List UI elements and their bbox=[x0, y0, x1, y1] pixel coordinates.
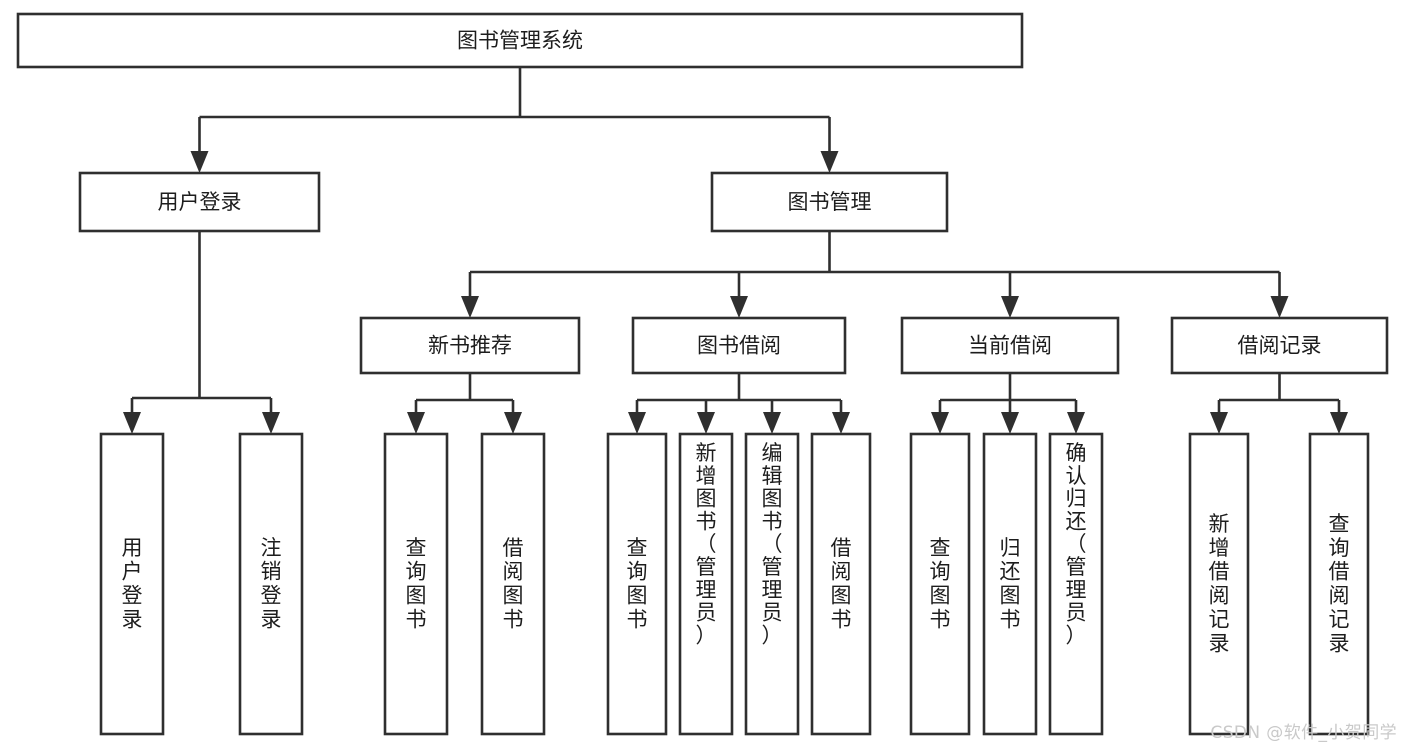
node-box-leaf-borrow-book-2 bbox=[810, 432, 872, 736]
node-label-leaf-return-book: 归还图书 bbox=[1000, 536, 1021, 632]
node-leaf-query-record[interactable]: 查询借阅记录 bbox=[1308, 432, 1370, 736]
node-box-new-book-recommend bbox=[359, 316, 581, 375]
node-label-leaf-add-book: 新增图书（管理员） bbox=[696, 441, 717, 647]
connector-layer bbox=[123, 67, 1348, 434]
node-label-leaf-edit-book: 编辑图书（管理员） bbox=[762, 441, 783, 647]
node-box-borrow-record bbox=[1170, 316, 1389, 375]
connector-group-user-login bbox=[123, 231, 280, 434]
node-box-leaf-query-book-3 bbox=[909, 432, 971, 736]
node-leaf-query-book-3[interactable]: 查询图书 bbox=[909, 432, 971, 736]
arrow-head-icon bbox=[1330, 412, 1348, 434]
node-label-leaf-add-record: 新增借阅记录 bbox=[1209, 512, 1230, 656]
node-label-book-borrow: 图书借阅 bbox=[697, 334, 781, 358]
node-leaf-borrow-book-1[interactable]: 借阅图书 bbox=[480, 432, 546, 736]
node-box-leaf-user-login bbox=[99, 432, 165, 736]
node-label-new-book-recommend: 新书推荐 bbox=[428, 334, 512, 358]
node-leaf-query-book-2[interactable]: 查询图书 bbox=[606, 432, 668, 736]
node-label-leaf-borrow-book-1: 借阅图书 bbox=[503, 536, 524, 632]
arrow-head-icon bbox=[123, 412, 141, 434]
arrow-head-icon bbox=[730, 296, 748, 318]
arrow-head-icon bbox=[1270, 296, 1289, 318]
node-leaf-edit-book[interactable]: 编辑图书（管理员） bbox=[744, 432, 800, 736]
node-box-leaf-logout bbox=[238, 432, 304, 736]
arrow-head-icon bbox=[1001, 412, 1019, 434]
node-box-book-manage bbox=[710, 171, 949, 233]
node-box-leaf-edit-book bbox=[744, 432, 800, 736]
connector-group-book-borrow bbox=[628, 373, 850, 434]
node-box-leaf-query-record bbox=[1308, 432, 1370, 736]
node-box-leaf-add-record bbox=[1188, 432, 1250, 736]
node-box-leaf-return-book bbox=[982, 432, 1038, 736]
node-label-leaf-query-book-3: 查询图书 bbox=[930, 536, 951, 632]
node-box-root bbox=[16, 12, 1024, 69]
node-book-manage[interactable]: 图书管理 bbox=[710, 171, 949, 233]
node-leaf-borrow-book-2[interactable]: 借阅图书 bbox=[810, 432, 872, 736]
node-label-current-borrow: 当前借阅 bbox=[968, 334, 1052, 358]
node-box-leaf-borrow-book-1 bbox=[480, 432, 546, 736]
node-box-leaf-query-book-2 bbox=[606, 432, 668, 736]
arrow-head-icon bbox=[931, 412, 949, 434]
node-label-borrow-record: 借阅记录 bbox=[1238, 334, 1322, 358]
node-leaf-user-login[interactable]: 用户登录 bbox=[99, 432, 165, 736]
node-current-borrow[interactable]: 当前借阅 bbox=[900, 316, 1120, 375]
arrow-head-icon bbox=[407, 412, 425, 434]
node-borrow-record[interactable]: 借阅记录 bbox=[1170, 316, 1389, 375]
node-label-book-manage: 图书管理 bbox=[788, 190, 872, 214]
arrow-head-icon bbox=[262, 412, 280, 434]
node-box-leaf-add-book bbox=[678, 432, 734, 736]
node-leaf-return-book[interactable]: 归还图书 bbox=[982, 432, 1038, 736]
arrow-head-icon bbox=[628, 412, 646, 434]
node-user-login[interactable]: 用户登录 bbox=[78, 171, 321, 233]
node-layer: 图书管理系统用户登录图书管理新书推荐图书借阅当前借阅借阅记录用户登录注销登录查询… bbox=[16, 12, 1389, 736]
connector-group-book-manage bbox=[461, 231, 1289, 318]
node-leaf-add-record[interactable]: 新增借阅记录 bbox=[1188, 432, 1250, 736]
arrow-head-icon bbox=[820, 151, 839, 173]
node-box-leaf-confirm-return bbox=[1048, 432, 1104, 736]
arrow-head-icon bbox=[832, 412, 850, 434]
node-root[interactable]: 图书管理系统 bbox=[16, 12, 1024, 69]
connector-group-current-borrow bbox=[931, 373, 1085, 434]
node-leaf-confirm-return[interactable]: 确认归还（管理员） bbox=[1048, 432, 1104, 736]
arrow-head-icon bbox=[504, 412, 522, 434]
node-label-leaf-borrow-book-2: 借阅图书 bbox=[831, 536, 852, 632]
connector-group-new-book-recommend bbox=[407, 373, 522, 434]
node-box-book-borrow bbox=[631, 316, 847, 375]
arrow-head-icon bbox=[763, 412, 781, 434]
node-leaf-logout[interactable]: 注销登录 bbox=[238, 432, 304, 736]
node-leaf-add-book[interactable]: 新增图书（管理员） bbox=[678, 432, 734, 736]
node-label-leaf-confirm-return: 确认归还（管理员） bbox=[1066, 441, 1087, 647]
node-box-user-login bbox=[78, 171, 321, 233]
arrow-head-icon bbox=[1210, 412, 1228, 434]
arrow-head-icon bbox=[1001, 296, 1019, 318]
node-label-root: 图书管理系统 bbox=[457, 29, 583, 53]
arrow-head-icon bbox=[697, 412, 715, 434]
node-label-leaf-query-book-2: 查询图书 bbox=[627, 536, 648, 632]
node-label-leaf-query-record: 查询借阅记录 bbox=[1329, 512, 1350, 656]
arrow-head-icon bbox=[461, 296, 479, 318]
node-label-leaf-user-login: 用户登录 bbox=[122, 536, 143, 632]
node-label-leaf-query-book-1: 查询图书 bbox=[406, 536, 427, 632]
node-new-book-recommend[interactable]: 新书推荐 bbox=[359, 316, 581, 375]
arrow-head-icon bbox=[190, 151, 209, 173]
node-label-user-login: 用户登录 bbox=[158, 190, 242, 214]
node-leaf-query-book-1[interactable]: 查询图书 bbox=[383, 432, 449, 736]
connector-group-root bbox=[190, 67, 839, 173]
csdn-watermark: CSDN @软件_小贺同学 bbox=[1210, 723, 1397, 743]
node-box-current-borrow bbox=[900, 316, 1120, 375]
connector-group-borrow-record bbox=[1210, 373, 1348, 434]
node-label-leaf-logout: 注销登录 bbox=[261, 536, 282, 632]
node-book-borrow[interactable]: 图书借阅 bbox=[631, 316, 847, 375]
node-box-leaf-query-book-1 bbox=[383, 432, 449, 736]
arrow-head-icon bbox=[1067, 412, 1085, 434]
